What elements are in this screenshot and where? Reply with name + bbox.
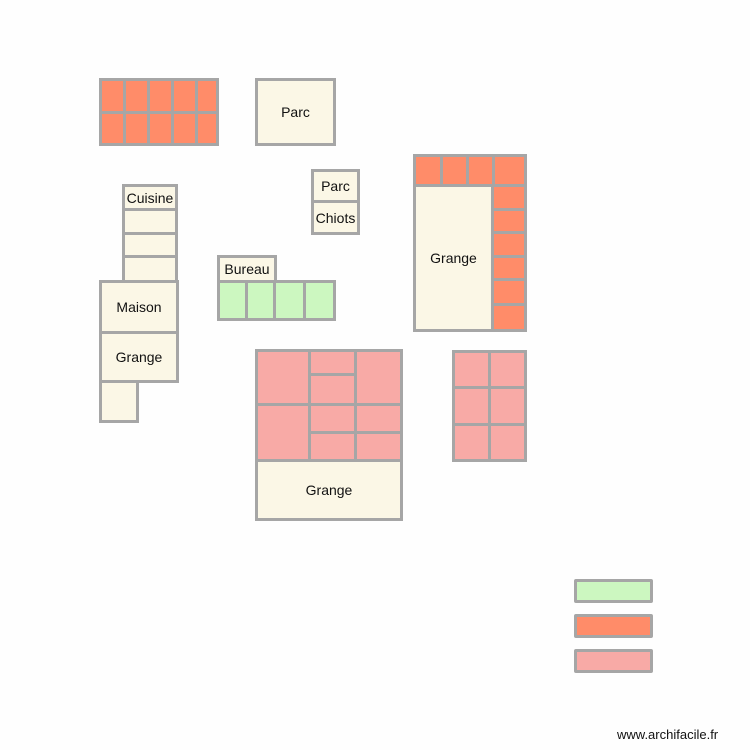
stall [123,78,150,114]
room-label: Parc [281,104,310,120]
pink-stall [308,403,357,434]
stall [147,78,174,114]
green-stall [303,280,336,321]
room-maison: Maison [99,280,179,334]
stall [492,154,527,187]
room-label: Grange [305,482,353,498]
legend-swatch-pink [574,649,653,673]
room-cuisine-section [122,208,178,235]
stall [171,111,198,146]
room-grange-bottom: Grange [255,459,403,521]
room-parc: Parc [255,78,336,146]
stall [491,278,527,306]
room-grange-right: Grange [413,184,494,332]
pink-stall [488,386,527,426]
stall [491,184,527,211]
stall [99,111,126,146]
room-label: Parc [321,178,350,194]
pink-stall [452,423,491,462]
green-stall [245,280,276,321]
stall [491,303,527,332]
stall [195,78,219,114]
room-cuisine: Cuisine [122,184,178,211]
room-parc-small: Parc [311,169,360,203]
pink-stall [488,350,527,389]
stall [195,111,219,146]
stall [491,231,527,258]
room-cuisine-section [122,232,178,258]
room-bureau: Bureau [217,255,277,283]
pink-stall [308,373,357,406]
room-annex [99,380,139,423]
room-label: Cuisine [126,189,174,206]
pink-stall [354,403,403,434]
room-chiots: Chiots [311,200,360,235]
room-label: Chiots [315,209,356,226]
room-label: Bureau [224,261,270,277]
green-stall [273,280,306,321]
stall [491,255,527,281]
legend-swatch-green [574,579,653,603]
pink-stall [354,349,403,406]
green-stall [217,280,248,321]
pink-stall [255,403,311,462]
stall [440,154,469,187]
stall [147,111,174,146]
pink-stall [488,423,527,462]
pink-stall [308,349,357,376]
stall [123,111,150,146]
pink-stall [452,386,491,426]
stall [99,78,126,114]
stall [413,154,443,187]
room-label: Maison [116,299,162,315]
pink-stall [354,431,403,462]
credit-text: www.archifacile.fr [617,727,719,742]
room-grange-left: Grange [99,331,179,383]
room-label: Grange [115,349,163,365]
pink-stall [452,350,491,389]
pink-stall [308,431,357,462]
pink-stall [255,349,311,406]
stall [466,154,495,187]
legend-swatch-orange [574,614,653,638]
stall [171,78,198,114]
room-cuisine-section [122,255,178,283]
room-label: Grange [430,250,477,266]
